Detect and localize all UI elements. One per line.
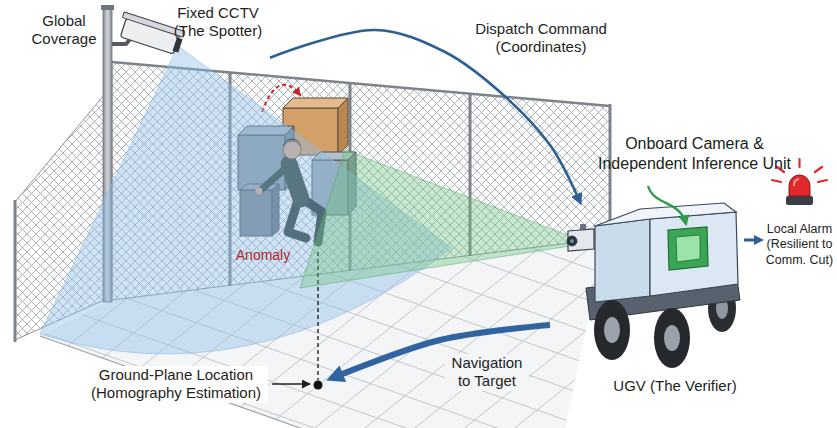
crate xyxy=(338,98,348,155)
ugv-node: UGV (The Verifier) xyxy=(550,205,744,405)
ugv-wheel xyxy=(604,317,620,343)
annotation-label: Global Coverage xyxy=(28,12,100,49)
onboard-camera xyxy=(568,229,594,251)
annotation-label: Anomaly xyxy=(230,247,296,264)
ugv-view-cone xyxy=(300,150,570,288)
ugv-wheel xyxy=(594,300,630,360)
node-label: UGV (The Verifier) xyxy=(608,377,742,395)
ground-point xyxy=(314,381,323,390)
ground-point-node: Ground-Plane Location (Homography Estima… xyxy=(80,362,326,414)
ugv-body xyxy=(650,212,738,296)
leader-arrow xyxy=(272,383,310,385)
pole-cap xyxy=(101,5,114,10)
ugv-wheel xyxy=(654,308,690,368)
connector-arrow xyxy=(744,239,757,242)
crate xyxy=(283,98,348,108)
node-label: Local Alarm (Resilient to Comm. Cut) xyxy=(764,222,835,268)
inference-unit xyxy=(676,235,700,262)
onboard-camera xyxy=(567,236,577,246)
onboard-camera xyxy=(570,239,574,243)
ugv-wheel xyxy=(664,325,680,351)
inference-unit xyxy=(668,227,708,270)
annotation-label: Onboard Camera & Independent Inference U… xyxy=(587,134,802,173)
alarm-beacon xyxy=(789,175,810,196)
cctv-lens xyxy=(173,37,183,52)
edge-label: Navigation to Target xyxy=(445,354,529,391)
node-label: Fixed CCTV (The Spotter) xyxy=(170,4,266,41)
leader-arrow xyxy=(648,186,686,224)
ground-grid xyxy=(0,30,837,428)
attention-arrow xyxy=(262,85,300,112)
node-label: Ground-Plane Location (Homography Estima… xyxy=(84,366,268,403)
camera-node: Fixed CCTV (The Spotter) xyxy=(118,2,270,70)
ugv-body xyxy=(595,219,650,302)
beacon-highlight xyxy=(794,179,799,186)
edge-label: Dispatch Command (Coordinates) xyxy=(466,20,616,57)
ugv-body xyxy=(595,203,736,226)
alarm-beacon xyxy=(786,196,813,205)
fence-post xyxy=(14,200,17,342)
